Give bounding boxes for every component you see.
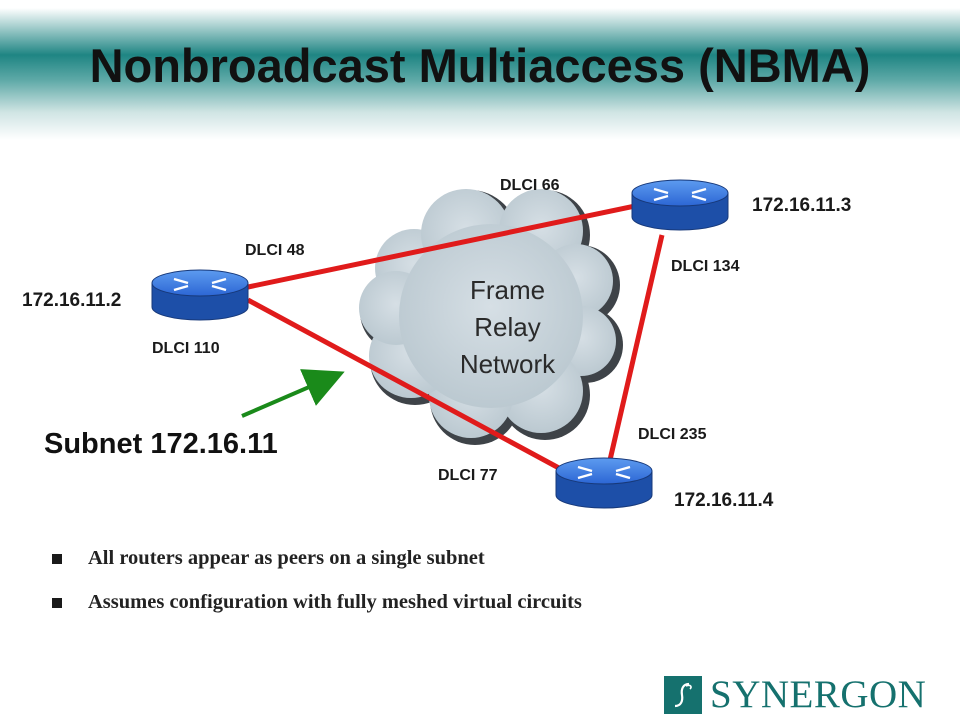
dlci-label-77: DLCI 77 bbox=[438, 467, 498, 484]
dlci-label-110: DLCI 110 bbox=[152, 340, 220, 357]
router-icon bbox=[555, 457, 653, 509]
router-ip-top: 172.16.11.3 bbox=[752, 195, 852, 216]
link-left-top bbox=[247, 202, 641, 290]
list-item: All routers appear as peers on a single … bbox=[52, 536, 582, 580]
virtual-circuits bbox=[246, 202, 665, 477]
cloud-icon bbox=[359, 189, 623, 445]
synergon-logo: SYNERGON bbox=[664, 673, 927, 716]
arrow-icon bbox=[241, 369, 345, 418]
router-icon bbox=[631, 179, 729, 231]
link-left-bottom bbox=[246, 297, 572, 477]
router-ip-bottom: 172.16.11.4 bbox=[674, 490, 774, 511]
page-title: Nonbroadcast Multiaccess (NBMA) bbox=[89, 39, 871, 92]
cloud-label-line: Network bbox=[459, 349, 556, 379]
synergon-logo-icon bbox=[664, 676, 702, 714]
dlci-label-66: DLCI 66 bbox=[500, 177, 560, 194]
bullet-square-icon bbox=[52, 598, 62, 608]
logo-text: SYNERGON bbox=[710, 673, 927, 716]
list-item: Assumes configuration with fully meshed … bbox=[52, 580, 582, 624]
list-item-text: Assumes configuration with fully meshed … bbox=[88, 590, 582, 613]
dlci-label-48: DLCI 48 bbox=[245, 242, 305, 259]
router-icon bbox=[151, 269, 249, 321]
bullet-square-icon bbox=[52, 554, 62, 564]
cloud-label-line: Frame bbox=[469, 275, 546, 305]
router-ip-left: 172.16.11.2 bbox=[22, 290, 122, 311]
cloud-label: Frame Relay Network bbox=[420, 272, 595, 383]
dlci-label-235: DLCI 235 bbox=[638, 426, 707, 443]
list-item-text: All routers appear as peers on a single … bbox=[88, 546, 485, 569]
bullet-list: All routers appear as peers on a single … bbox=[52, 536, 582, 624]
subnet-label: Subnet 172.16.11 bbox=[44, 428, 278, 460]
header-band bbox=[0, 0, 960, 140]
cloud-label-line: Relay bbox=[474, 312, 541, 342]
dlci-label-134: DLCI 134 bbox=[671, 258, 740, 275]
link-top-bottom bbox=[607, 234, 665, 461]
